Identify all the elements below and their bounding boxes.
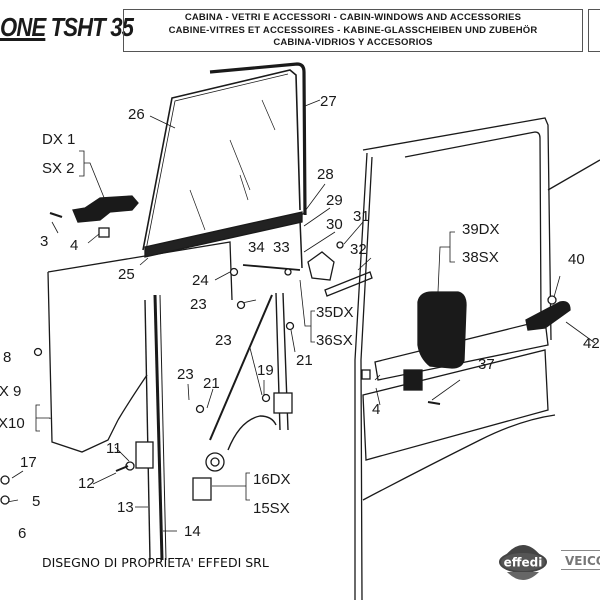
callout-36: 36SX: [316, 332, 353, 349]
callout-14: 14: [184, 523, 201, 540]
brand-logo: ONE TSHT 35: [0, 12, 134, 44]
leader-lines: [6, 99, 596, 532]
callout-38: 38SX: [462, 249, 499, 266]
callout-30: 30: [326, 216, 343, 233]
callout-19: 19: [257, 362, 274, 379]
brand-prefix: ONE: [0, 12, 46, 42]
callout-27: 27: [320, 93, 337, 110]
callout-33: 33: [273, 239, 290, 256]
effedi-logo: effedi: [499, 545, 547, 580]
callout-3: 3: [40, 233, 49, 250]
title-line-2: CABINE-VITRES ET ACCESSOIRES - KABINE-GL…: [168, 24, 538, 36]
guide-rail-14: [153, 294, 164, 561]
callout-1: DX 1: [42, 131, 76, 148]
callout-24: 24: [192, 272, 209, 289]
callout-16: 16DX: [253, 471, 291, 488]
rear-view-mirror: [417, 291, 467, 369]
callout-23-a: 23: [177, 366, 194, 383]
callout-23-c: 23: [215, 332, 232, 349]
callout-28: 28: [317, 166, 334, 183]
door-inner-panel: [47, 241, 233, 453]
guide-rail-13: [144, 299, 151, 561]
window-channel-frame: [209, 62, 307, 216]
callout-40: 40: [568, 251, 585, 268]
door-panel-curve: [117, 374, 148, 421]
callout-13: 13: [117, 499, 134, 516]
callout-42: 42: [583, 335, 600, 352]
callout-10: SX10: [0, 415, 25, 432]
callout-32: 32: [350, 241, 367, 258]
callout-15: 15SX: [253, 500, 290, 517]
callout-31: 31: [353, 208, 370, 225]
inner-grab-handle: [72, 195, 139, 223]
copyright-notice: DISEGNO DI PROPRIETA' EFFEDI SRL: [42, 555, 269, 570]
title-line-1: CABINA - VETRI E ACCESSORI - CABIN-WINDO…: [184, 12, 522, 23]
callout-2: SX 2: [42, 160, 75, 177]
callout-8: 8: [3, 349, 12, 366]
callout-37: 37: [478, 356, 495, 373]
section-title-box: CABINA - VETRI E ACCESSORI - CABIN-WINDO…: [123, 9, 583, 52]
door-lock: [307, 251, 335, 281]
callout-29: 29: [326, 192, 343, 209]
callout-12: 12: [78, 475, 95, 492]
effedi-logo-text: effedi: [504, 556, 543, 570]
callout-4-door: 4: [372, 401, 381, 418]
page-number-box: [588, 9, 600, 52]
clip-4: [98, 227, 110, 238]
fasteners: [0, 241, 557, 505]
callout-6: 6: [18, 525, 27, 542]
callout-5: 5: [32, 493, 41, 510]
partner-logo: VEICO: [561, 550, 600, 570]
outer-door-handle: [525, 301, 571, 331]
callout-17: 17: [20, 454, 37, 471]
callout-4: 4: [70, 237, 79, 254]
callout-9: DX 9: [0, 383, 22, 400]
callout-39: 39DX: [462, 221, 500, 238]
callout-34: 34: [248, 239, 265, 256]
title-line-3: CABINA-VIDRIOS Y ACCESORIOS: [273, 37, 433, 48]
lock-rod-34: [242, 264, 301, 271]
window-regulator: [192, 292, 293, 501]
screw-3: [49, 211, 63, 219]
callout-21-a: 21: [203, 375, 220, 392]
brand-model: TSHT 35: [50, 12, 134, 42]
door-outer-shell: [354, 117, 600, 600]
callout-11: 11: [106, 440, 122, 457]
callout-35: 35DX: [316, 304, 354, 321]
lock-rod-30: [299, 219, 303, 269]
window-glass: [142, 69, 301, 251]
mirror-bracket: [403, 369, 423, 391]
callout-26: 26: [128, 106, 145, 123]
rail-bracket-11: [135, 441, 154, 469]
header: ONE TSHT 35 CABINA - VETRI E ACCESSORI -…: [0, 0, 600, 56]
belt-moulding: [144, 211, 303, 258]
callout-21-b: 21: [296, 352, 313, 369]
callout-25: 25: [118, 266, 135, 283]
callout-23-b: 23: [190, 296, 207, 313]
